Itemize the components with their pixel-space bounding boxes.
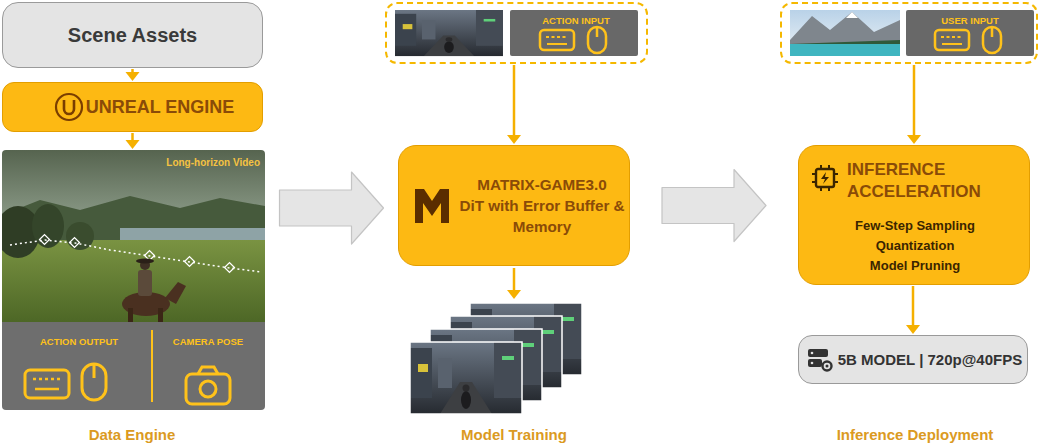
stage-label: Inference Deployment xyxy=(805,426,1025,443)
panel-label: CAMERA POSE xyxy=(156,336,260,348)
model-logo xyxy=(415,189,449,223)
deploy-box: 5B MODEL | 720p@40FPS xyxy=(798,335,1028,384)
output-arrow xyxy=(507,268,521,299)
game-screenshot xyxy=(2,150,265,410)
flow-arrow xyxy=(126,133,140,149)
text-stack: UNREAL ENGINE xyxy=(86,96,235,119)
server-icon xyxy=(807,347,833,373)
flow-arrow xyxy=(126,69,140,81)
image-caption: Long-horizon Video xyxy=(132,156,260,169)
method-item: Model Pruning xyxy=(813,258,1017,274)
flow-arrow xyxy=(507,65,521,144)
generated-frames xyxy=(410,303,582,414)
model-box: MATRIX-GAME3.0DiT with Error Buffer & Me… xyxy=(398,145,630,266)
method-item: Few-Step Sampling xyxy=(813,218,1017,234)
stage-label: Model Training xyxy=(404,426,624,443)
text-stack: MATRIX-GAME3.0DiT with Error Buffer & Me… xyxy=(454,174,630,237)
box-subtitle: DiT with Error Buffer & Memory xyxy=(454,195,630,237)
panel-label: ACTION INPUT xyxy=(512,15,640,27)
flow-arrow xyxy=(280,172,384,244)
box-title: UNREAL ENGINE xyxy=(86,96,235,119)
box-title: Scene Assets xyxy=(68,23,197,48)
box-title: MATRIX-GAME3.0 xyxy=(454,174,630,195)
method-item: Quantization xyxy=(813,238,1017,254)
flow-arrow xyxy=(906,286,920,334)
rider-figure xyxy=(122,259,186,325)
text-stack: Scene Assets xyxy=(68,23,197,48)
source-box: Scene Assets xyxy=(2,2,263,68)
box-title: 5B MODEL | 720p@40FPS xyxy=(838,350,1022,369)
panel-label: ACTION OUTPUT xyxy=(8,336,150,348)
stage-label: Data Engine xyxy=(22,426,242,443)
chip-icon xyxy=(811,164,839,192)
acceleration-box: INFERENCE ACCELERATION Few-Step SamplingQ… xyxy=(798,145,1030,285)
data-panel: Long-horizon VideoACTION OUTPUT CAMERA PO… xyxy=(2,150,265,410)
camera-icon xyxy=(186,367,230,404)
engine-box: UNREAL ENGINE xyxy=(2,82,263,132)
input-group: ACTION INPUT xyxy=(385,2,648,64)
text-stack: 5B MODEL | 720p@40FPS xyxy=(838,350,1022,369)
flow-arrow xyxy=(907,65,921,144)
engine-logo xyxy=(54,92,84,122)
keyboard-icon xyxy=(25,370,69,398)
box-title: INFERENCE ACCELERATION xyxy=(847,159,1019,203)
user-input-thumb xyxy=(790,10,1034,56)
flow-arrow xyxy=(662,170,766,242)
mouse-icon xyxy=(82,364,106,400)
input-group: USER INPUT xyxy=(780,2,1038,64)
panel-label: USER INPUT xyxy=(906,15,1034,27)
